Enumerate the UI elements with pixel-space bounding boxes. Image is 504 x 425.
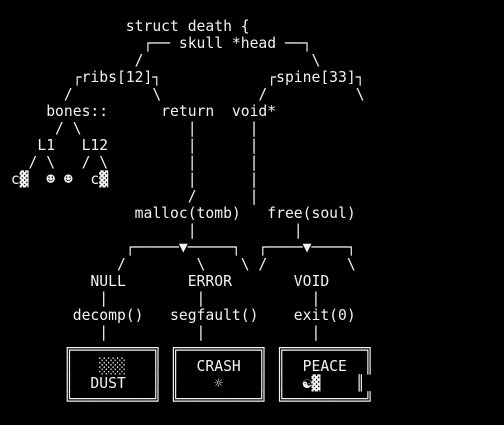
art-line: ║ ░░░ ║ ║ CRASH ║ ║ PEACE ║ <box>2 358 374 375</box>
art-line: | | | <box>2 290 321 307</box>
art-line: / \ \ / \ <box>2 256 356 273</box>
art-line: ╚═════════╝ ╚═════════╝ ╚═════════╝ <box>2 392 374 409</box>
art-line: ┌── skull *head ──┐ <box>2 35 312 52</box>
ascii-art-lines: struct death { ┌── skull *head ──┐ / \ ┌… <box>2 18 374 409</box>
art-line: / \ / \ <box>2 86 365 103</box>
art-line: | | <box>2 222 303 239</box>
art-line: NULL ERROR VOID <box>2 273 330 290</box>
art-line: / \ <box>2 52 321 69</box>
art-line: ╔═════════╗ ╔═════════╗ ╔═════════╗ <box>2 341 374 358</box>
art-line: ┌ribs[12]┐ ┌spine[33]┐ <box>2 69 365 86</box>
art-line: ║ DUST ║ ║ ☼ ║ ║ ☯▓ ║ <box>2 375 365 392</box>
art-line: decomp() segfault() exit(0) <box>2 307 356 324</box>
art-line: c▓ ☻ ☻ c▓ | | <box>2 171 259 188</box>
art-line: struct death { <box>2 18 250 35</box>
art-line: / \ | | <box>2 120 259 137</box>
art-line: / \ / \ | | <box>2 154 259 171</box>
art-line: / | <box>2 188 259 205</box>
art-line: ┌─────▼─────┐ ┌────▼────┐ <box>2 239 356 256</box>
art-line: | | | <box>2 324 321 341</box>
art-line: L1 L12 | | <box>2 137 259 154</box>
art-line: malloc(tomb) free(soul) <box>2 205 356 222</box>
art-line: bones:: return void* <box>2 103 277 120</box>
